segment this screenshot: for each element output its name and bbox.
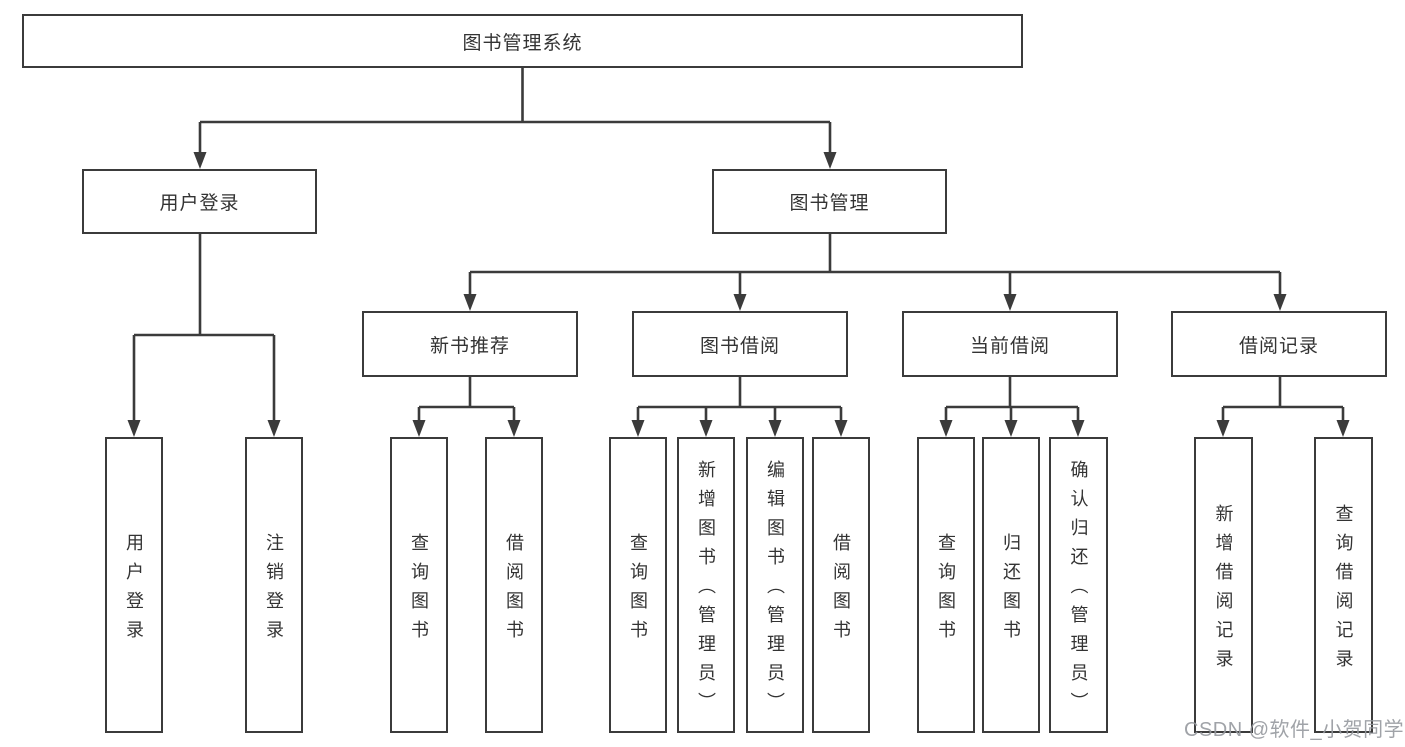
leaf-label: 借阅图书	[831, 532, 851, 649]
connector-user-login-split	[132, 234, 276, 423]
leaf-nbr-query-books: 查询图书	[390, 437, 448, 733]
arrowheads	[127, 152, 1350, 437]
box-label: 新书推荐	[429, 335, 510, 357]
connector-records-split	[1221, 377, 1345, 423]
leaf-label: 借阅图书	[504, 532, 524, 649]
leaf-user-login: 用户登录	[105, 437, 163, 733]
box-label: 图书管理	[789, 193, 870, 214]
leaf-label: 查询借阅记录	[1333, 503, 1354, 678]
connector-book-borrow-split	[636, 377, 843, 423]
connector-current-borrow-split	[944, 377, 1080, 423]
leaf-label: 查询图书	[628, 532, 648, 649]
connector-new-book-split	[417, 377, 516, 423]
leaf-label: 编辑图书（管理员）	[765, 460, 785, 721]
box-label: 用户登录	[159, 193, 240, 214]
leaf-logout-login: 注销登录	[245, 437, 303, 733]
box-library-management-system: 图书管理系统	[22, 14, 1023, 68]
leaf-cb-return-books: 归还图书	[982, 437, 1040, 733]
box-label: 图书管理系统	[462, 32, 583, 54]
leaf-br-add-borrow-record: 新增借阅记录	[1194, 437, 1253, 733]
box-borrowing-records: 借阅记录	[1171, 311, 1387, 377]
box-new-book-recommendation: 新书推荐	[362, 311, 578, 377]
connector-root-split	[198, 68, 832, 156]
leaf-label: 新增图书（管理员）	[696, 460, 716, 721]
leaf-br-query-borrow-record: 查询借阅记录	[1314, 437, 1373, 733]
box-book-borrowing: 图书借阅	[632, 311, 848, 377]
connector-book-management-split	[468, 234, 1282, 297]
box-label: 图书借阅	[699, 335, 780, 357]
box-label: 当前借阅	[969, 335, 1050, 357]
leaf-bb-edit-books-admin: 编辑图书（管理员）	[746, 437, 804, 733]
leaf-label: 归还图书	[1001, 532, 1021, 649]
leaf-label: 用户登录	[124, 532, 144, 649]
leaf-bb-query-books: 查询图书	[609, 437, 667, 733]
box-label: 借阅记录	[1238, 335, 1319, 357]
leaf-nbr-borrow-books: 借阅图书	[485, 437, 543, 733]
leaf-label: 查询图书	[409, 532, 429, 649]
leaf-label: 查询图书	[936, 532, 956, 649]
leaf-cb-query-books: 查询图书	[917, 437, 975, 733]
leaf-label: 注销登录	[264, 532, 284, 649]
box-current-borrowing: 当前借阅	[902, 311, 1118, 377]
box-user-login: 用户登录	[82, 169, 317, 234]
csdn-watermark: CSDN @软件_小贺同学	[1184, 719, 1405, 741]
leaf-label: 确认归还（管理员）	[1068, 460, 1089, 721]
leaf-label: 新增借阅记录	[1213, 503, 1234, 678]
box-book-management: 图书管理	[712, 169, 947, 234]
leaf-bb-borrow-books: 借阅图书	[812, 437, 870, 733]
leaf-cb-confirm-return-admin: 确认归还（管理员）	[1049, 437, 1108, 733]
leaf-bb-add-books-admin: 新增图书（管理员）	[677, 437, 735, 733]
